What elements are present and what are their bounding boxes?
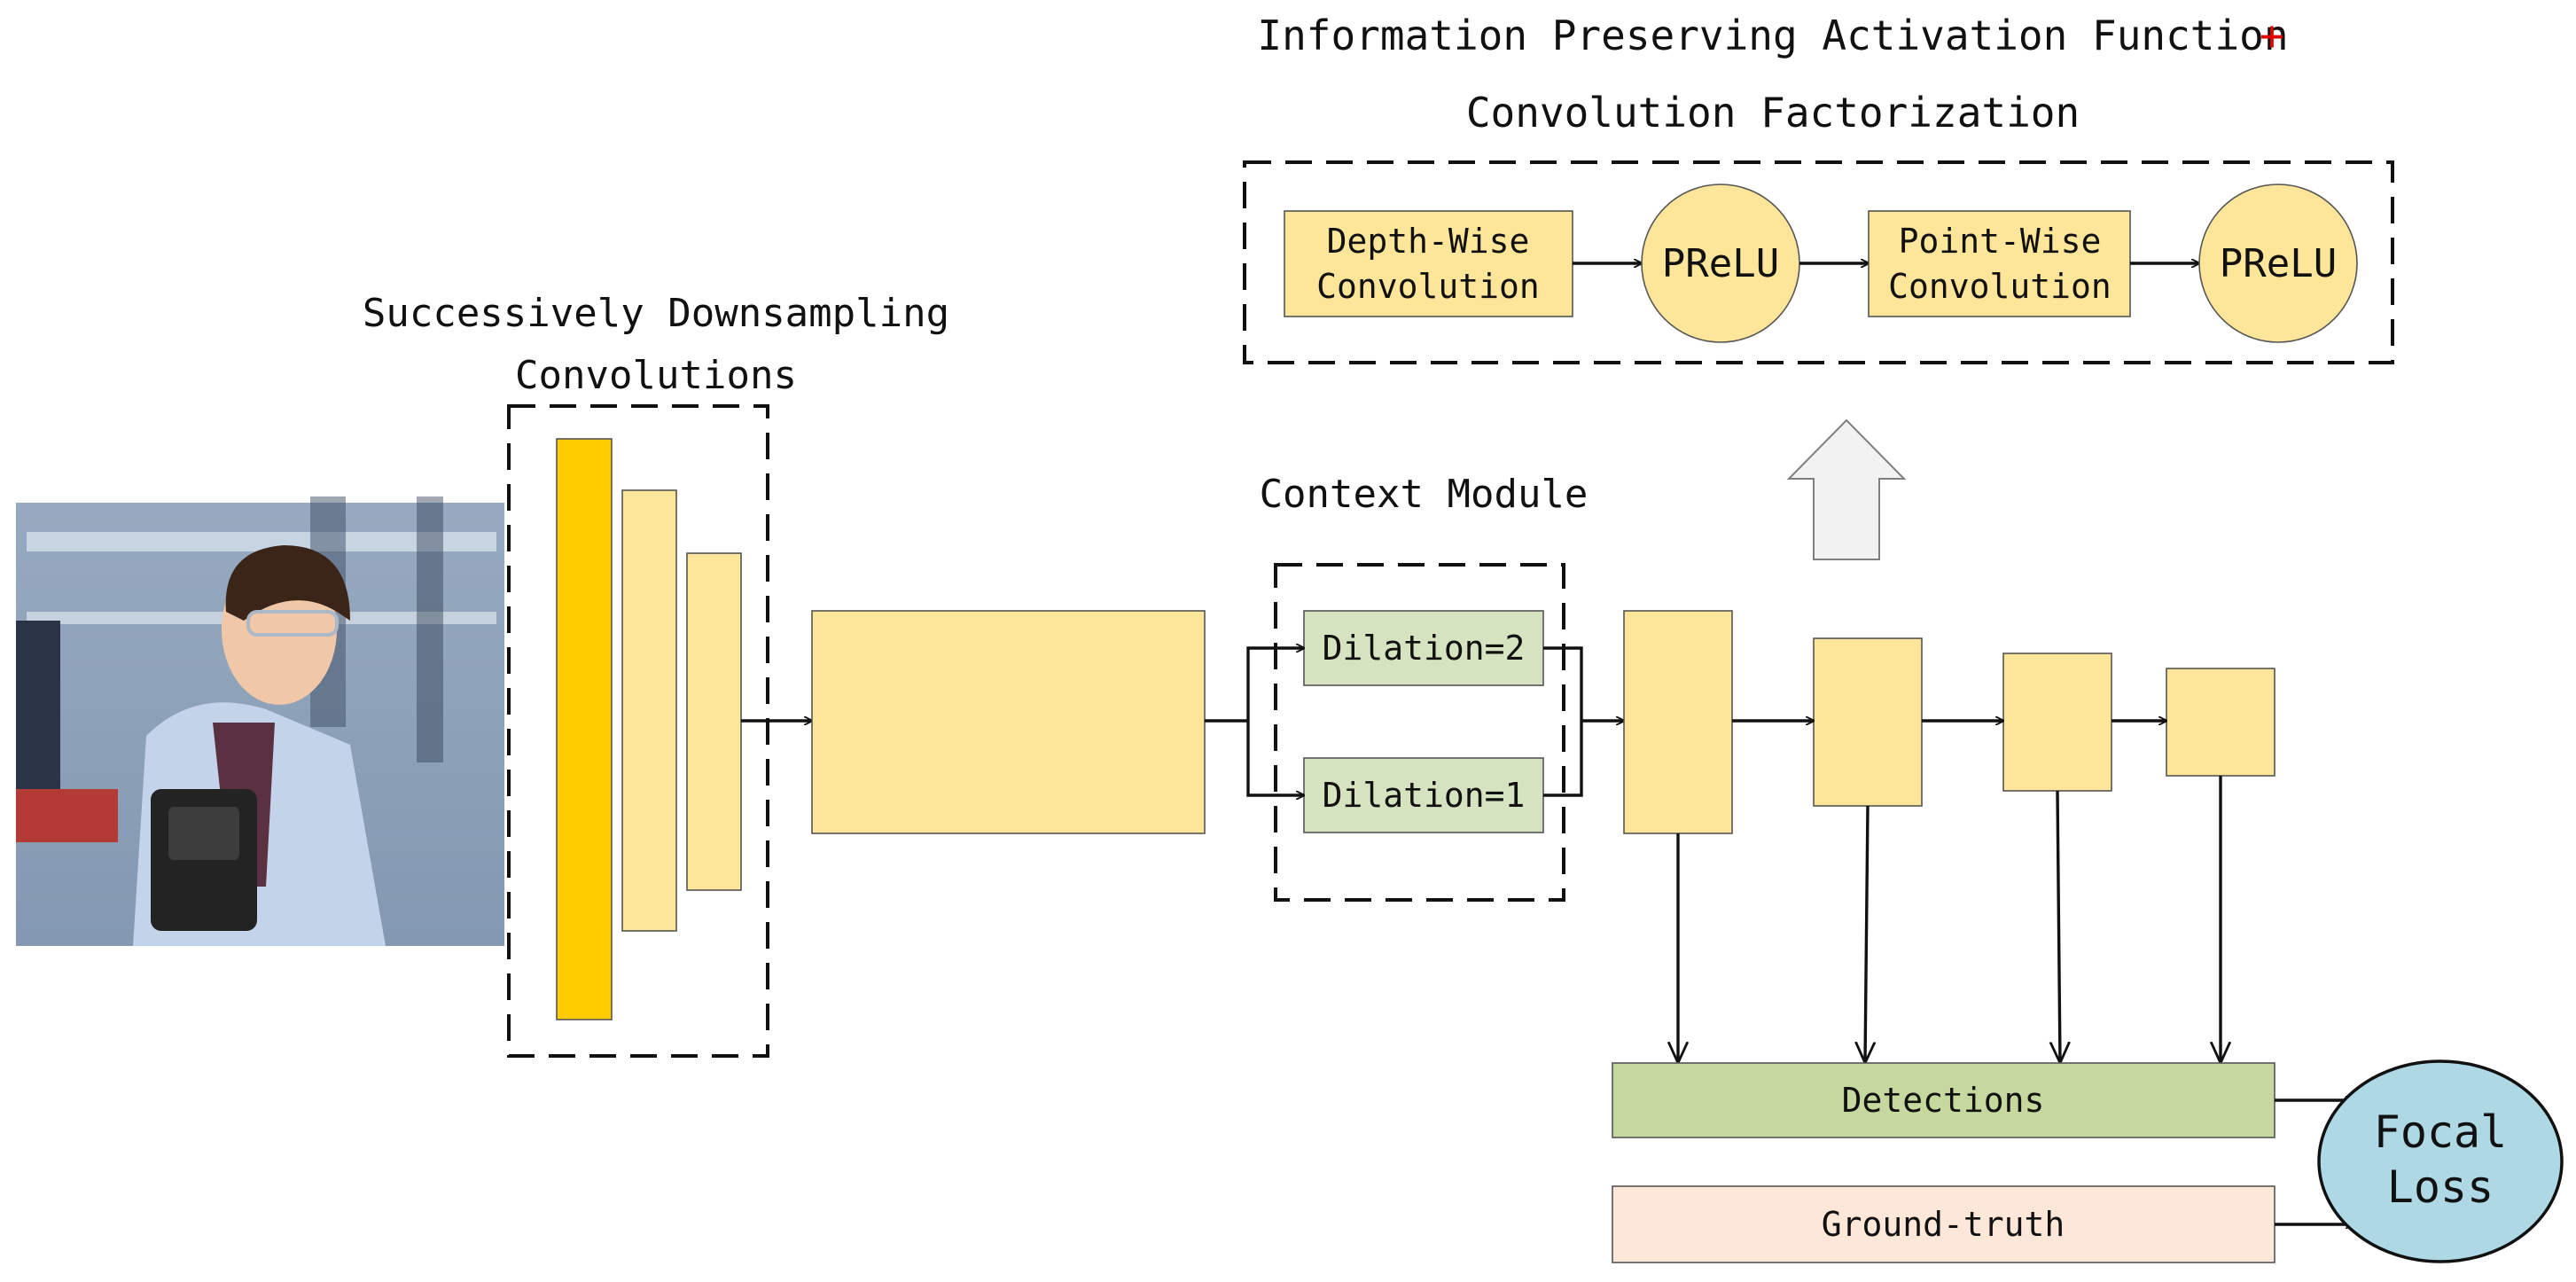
upward-block-arrow <box>1786 418 1907 560</box>
depthwise-label-line2: Convolution <box>1316 267 1540 306</box>
factorization-title-line2: Convolution Factorization <box>1466 89 2080 137</box>
ground-truth-label: Ground-truth <box>1822 1205 2065 1244</box>
arrow-level-2-to-detections <box>1865 805 1868 1063</box>
ground-truth-box <box>1612 1185 2275 1263</box>
focal-loss-node <box>2317 1059 2564 1263</box>
backbone-feature-map <box>811 610 1206 834</box>
dilation-2-branch <box>1303 610 1544 686</box>
context-module-frame <box>1274 563 1565 902</box>
arrow-to-dilation-1 <box>1246 721 1304 795</box>
arrow-to-dilation-2 <box>1246 648 1304 721</box>
downsampling-title-line2: Convolutions <box>515 353 797 398</box>
downsampling-title-line1: Successively Downsampling <box>363 291 949 336</box>
conv-feature-map-1 <box>556 438 613 1020</box>
dilation-1-label: Dilation=1 <box>1323 776 1526 815</box>
dilation-2-label: Dilation=2 <box>1323 629 1526 668</box>
pyramid-level-3 <box>2002 653 2112 792</box>
prelu-2-label: PReLU <box>2220 241 2337 286</box>
factorization-frame <box>1243 160 2394 364</box>
pyramid-level-4 <box>2166 668 2275 777</box>
prelu-1-label: PReLU <box>1662 241 1779 286</box>
focal-loss-line1: Focal <box>2374 1106 2508 1158</box>
prelu-2-node <box>2198 184 2358 343</box>
factorization-title-line1: Information Preserving Activation Functi… <box>1257 12 2288 59</box>
factorization-title-plus: + <box>2260 12 2284 59</box>
depthwise-label-line1: Depth-Wise <box>1327 222 1530 261</box>
conv-feature-map-2 <box>621 489 677 932</box>
arrow-level-3-to-detections <box>2057 790 2060 1063</box>
context-module-title: Context Module <box>1260 472 1589 517</box>
pointwise-label-line2: Convolution <box>1888 267 2112 306</box>
pointwise-label-line1: Point-Wise <box>1899 222 2102 261</box>
focal-loss-line2: Loss <box>2387 1161 2494 1213</box>
pyramid-level-2 <box>1813 637 1923 807</box>
depthwise-conv-box <box>1284 210 1573 317</box>
dilation-1-branch <box>1303 757 1544 833</box>
downsampling-group-frame <box>507 404 769 1058</box>
detections-box <box>1612 1062 2275 1138</box>
pyramid-level-1 <box>1623 610 1733 834</box>
pointwise-conv-box <box>1868 210 2131 317</box>
input-photo <box>16 496 504 946</box>
detections-label: Detections <box>1842 1081 2045 1120</box>
conv-feature-map-3 <box>686 552 742 891</box>
